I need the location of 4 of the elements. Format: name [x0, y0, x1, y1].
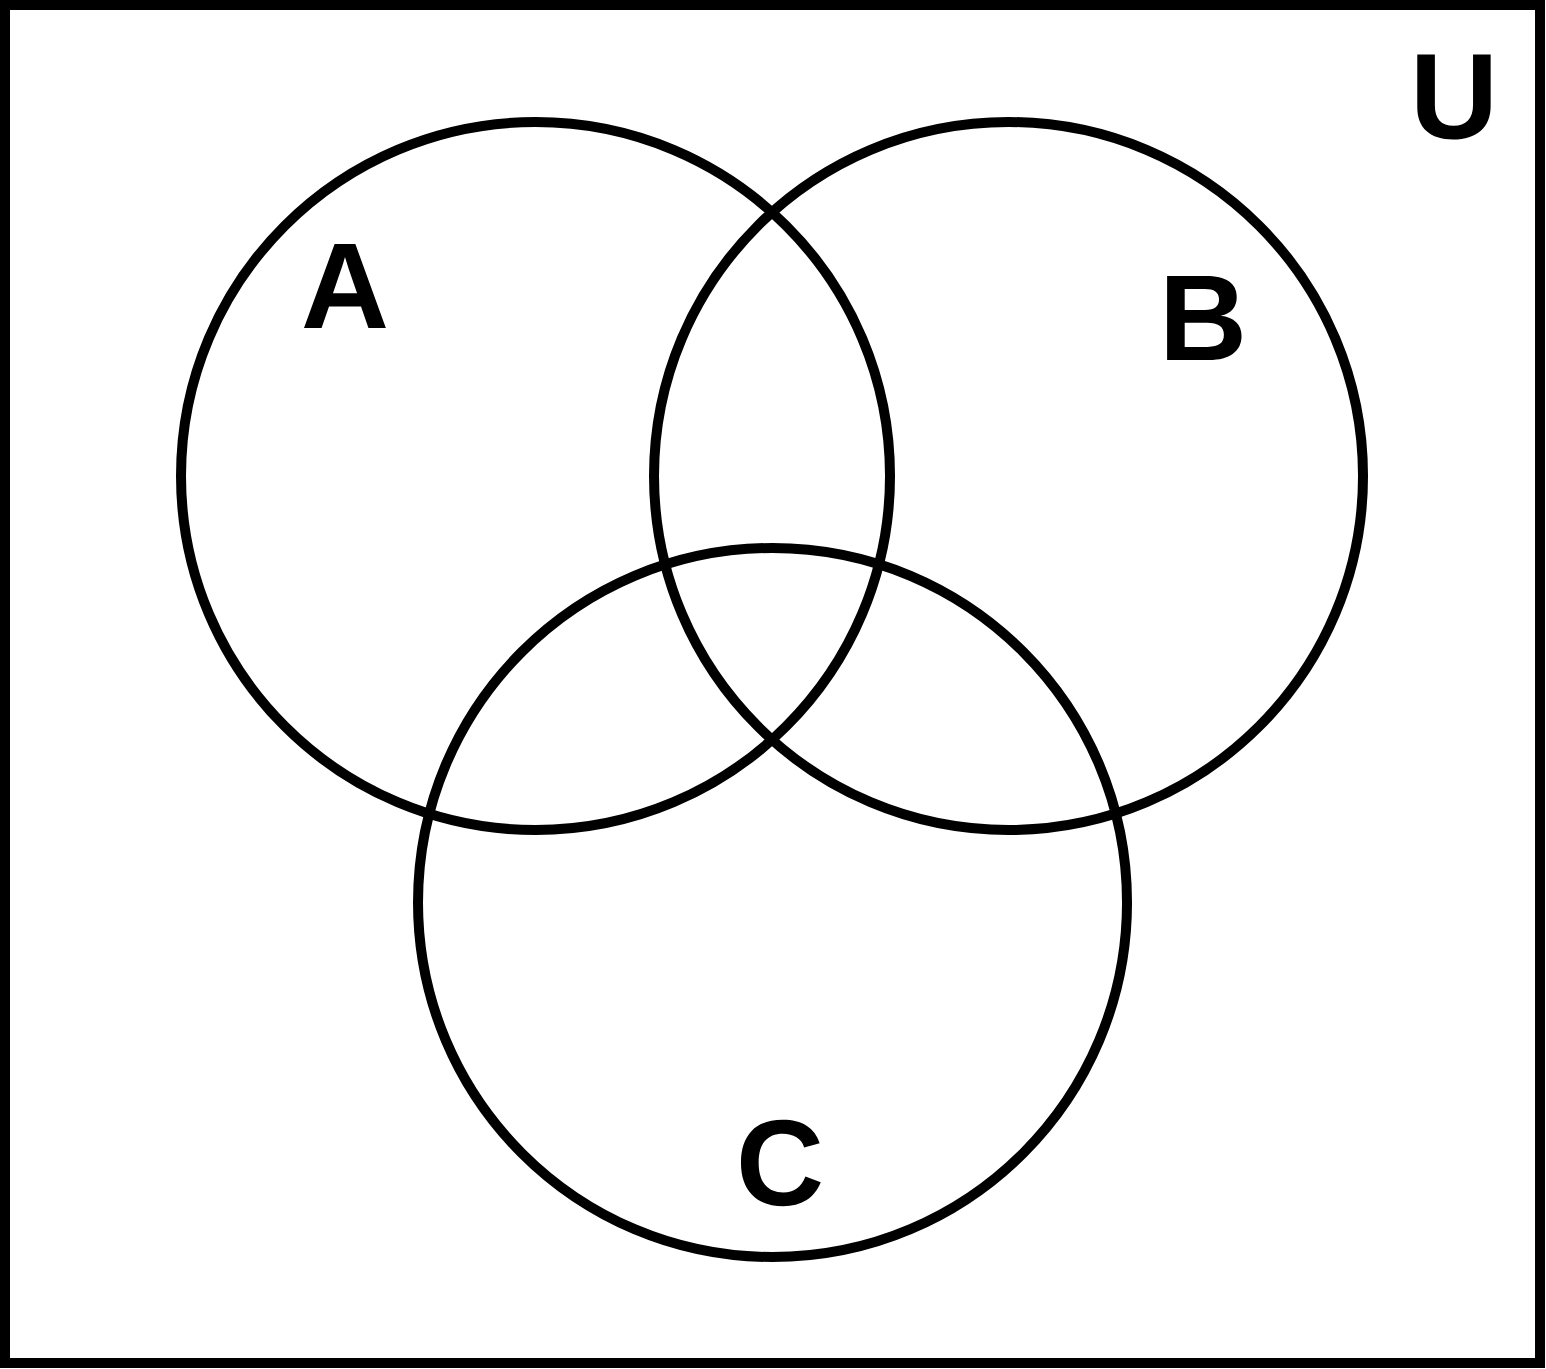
set-label: A — [304, 244, 386, 328]
universe-label: U — [1417, 54, 1491, 140]
set-label: B — [1167, 276, 1242, 360]
set-label: C — [740, 1119, 821, 1207]
